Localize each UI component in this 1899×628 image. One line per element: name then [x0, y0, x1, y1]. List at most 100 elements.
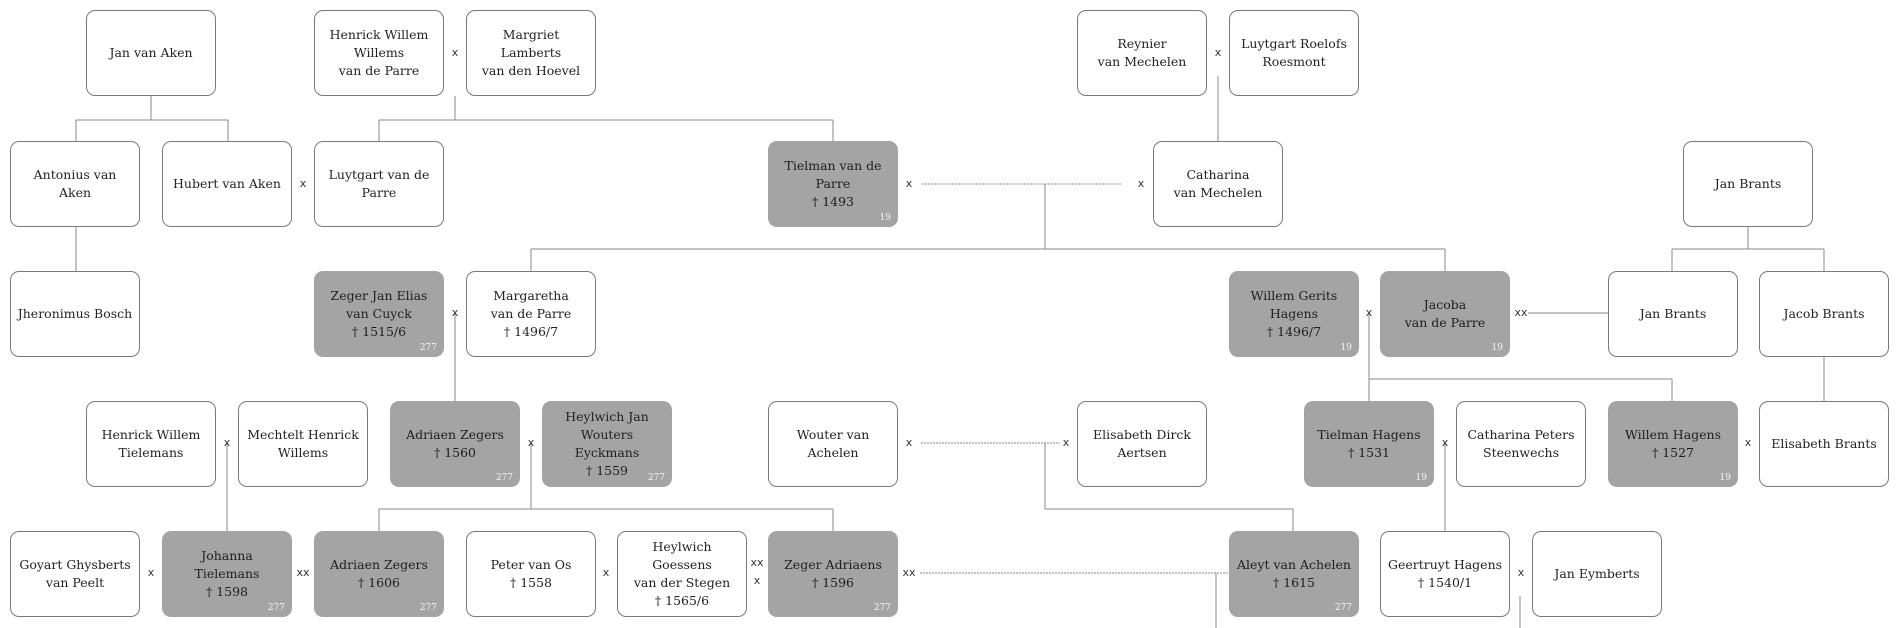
person-card-goyart-ghysberts[interactable]: Goyart Ghysberts van Peelt [10, 531, 140, 617]
person-card-jheronimus-bosch[interactable]: Jheronimus Bosch [10, 271, 140, 357]
person-reference: 277 [1334, 603, 1352, 613]
person-card-willem-hagens[interactable]: Willem Hagens † 1527 19 [1608, 401, 1738, 487]
person-name: Jan van Aken [109, 45, 193, 60]
person-name: Antonius van Aken [33, 167, 117, 200]
person-name: Willem Gerits Hagens [1250, 288, 1338, 321]
person-name: Luytgart Roelofs Roesmont [1241, 36, 1347, 69]
person-name: Adriaen Zegers [330, 557, 428, 572]
person-death-date: † 1615 [1272, 575, 1316, 590]
person-card-tielman-hagens[interactable]: Tielman Hagens † 1531 19 [1304, 401, 1434, 487]
person-card-peter-van-os[interactable]: Peter van Os † 1558 [466, 531, 596, 617]
person-name: Elisabeth Dirck Aertsen [1092, 427, 1191, 460]
person-name: Jacoba van de Parre [1404, 297, 1486, 330]
person-name: Henrick Willem Tielemans [101, 427, 201, 460]
person-card-jan-brants[interactable]: Jan Brants [1683, 141, 1813, 227]
person-card-johanna-tielemans[interactable]: Johanna Tielemans † 1598 277 [162, 531, 292, 617]
person-card-wouter-van-achelen[interactable]: Wouter van Achelen [768, 401, 898, 487]
person-card-luytgart-roelofs[interactable]: Luytgart Roelofs Roesmont [1229, 10, 1359, 96]
person-name: Mechtelt Henrick Willems [247, 427, 359, 460]
person-death-date: † 1527 [1651, 445, 1695, 460]
person-card-geertruyt-hagens[interactable]: Geertruyt Hagens † 1540/1 [1380, 531, 1510, 617]
person-name: Aleyt van Achelen [1237, 557, 1351, 572]
person-card-zeger-adriaens[interactable]: Zeger Adriaens † 1596 277 [768, 531, 898, 617]
marriage-marker: x [1062, 436, 1070, 449]
person-card-heylwich-jan-wouters[interactable]: Heylwich Jan Wouters Eyckmans † 1559 277 [542, 401, 672, 487]
person-reference: 277 [495, 473, 513, 483]
person-death-date: † 1558 [509, 575, 553, 590]
person-name: Reynier van Mechelen [1097, 36, 1187, 69]
person-card-luytgart-van-de-parre[interactable]: Luytgart van de Parre [314, 141, 444, 227]
person-name: Peter van Os [490, 557, 572, 572]
person-death-date: † 1565/6 [654, 593, 710, 608]
person-card-elisabeth-brants[interactable]: Elisabeth Brants [1759, 401, 1889, 487]
person-reference: 19 [1719, 473, 1731, 483]
person-name: Margaretha van de Parre [490, 288, 572, 321]
person-name: Jheronimus Bosch [17, 306, 133, 321]
marriage-marker: x [905, 177, 913, 190]
person-card-jan-brants-son[interactable]: Jan Brants [1608, 271, 1738, 357]
person-card-margaretha-van-de-parre[interactable]: Margaretha van de Parre † 1496/7 [466, 271, 596, 357]
person-name: Catharina Peters Steenwechs [1467, 427, 1575, 460]
person-reference: 19 [1491, 343, 1503, 353]
person-card-adriaen-zegers-1606[interactable]: Adriaen Zegers † 1606 277 [314, 531, 444, 617]
person-reference: 277 [873, 603, 891, 613]
person-reference: 19 [1340, 343, 1352, 353]
person-name: Heylwich Goessens van der Stegen [633, 539, 731, 590]
person-card-hubert-van-aken[interactable]: Hubert van Aken [162, 141, 292, 227]
person-card-catharina-van-mechelen[interactable]: Catharina van Mechelen [1153, 141, 1283, 227]
person-death-date: † 1531 [1347, 445, 1391, 460]
person-card-reynier-van-mechelen[interactable]: Reynier van Mechelen [1077, 10, 1207, 96]
person-card-jacoba-van-de-parre[interactable]: Jacoba van de Parre 19 [1380, 271, 1510, 357]
person-reference: 277 [267, 603, 285, 613]
marriage-marker: x [451, 46, 459, 59]
person-card-margriet-lamberts[interactable]: Margriet Lamberts van den Hoevel [466, 10, 596, 96]
person-card-zeger-jan-elias[interactable]: Zeger Jan Elias van Cuyck † 1515/6 277 [314, 271, 444, 357]
person-card-willem-gerits-hagens[interactable]: Willem Gerits Hagens † 1496/7 19 [1229, 271, 1359, 357]
marriage-marker: x [1365, 306, 1373, 319]
marriage-marker: xx [296, 566, 310, 579]
person-reference: 277 [419, 343, 437, 353]
person-card-adriaen-zegers-1560[interactable]: Adriaen Zegers † 1560 277 [390, 401, 520, 487]
marriage-marker: x [753, 574, 761, 587]
person-card-heylwich-goessens[interactable]: Heylwich Goessens van der Stegen † 1565/… [617, 531, 747, 617]
person-name: Zeger Adriaens [784, 557, 882, 572]
person-name: Willem Hagens [1624, 427, 1722, 442]
person-card-antonius-van-aken[interactable]: Antonius van Aken [10, 141, 140, 227]
person-name: Tielman van de Parre [784, 158, 882, 191]
person-card-catharina-peters[interactable]: Catharina Peters Steenwechs [1456, 401, 1586, 487]
person-death-date: † 1560 [433, 445, 477, 460]
person-name: Goyart Ghysberts van Peelt [19, 557, 131, 590]
person-card-henrick-willem-tielemans[interactable]: Henrick Willem Tielemans [86, 401, 216, 487]
person-death-date: † 1493 [811, 194, 855, 209]
marriage-marker: xx [1514, 306, 1528, 319]
person-reference: 19 [1415, 473, 1427, 483]
person-card-jacob-brants[interactable]: Jacob Brants [1759, 271, 1889, 357]
person-name: Hubert van Aken [173, 176, 281, 191]
person-name: Elisabeth Brants [1771, 436, 1877, 451]
marriage-marker: x [527, 436, 535, 449]
person-card-mechtelt-henrick-willems[interactable]: Mechtelt Henrick Willems [238, 401, 368, 487]
person-name: Heylwich Jan Wouters Eyckmans [565, 409, 649, 460]
person-name: Jan Brants [1714, 176, 1782, 191]
person-name: Johanna Tielemans [194, 548, 260, 581]
marriage-marker: x [299, 177, 307, 190]
person-name: Margriet Lamberts van den Hoevel [481, 27, 581, 78]
person-death-date: † 1540/1 [1417, 575, 1473, 590]
marriage-marker: x [1744, 436, 1752, 449]
person-death-date: † 1559 [585, 463, 629, 478]
person-card-jan-eymberts[interactable]: Jan Eymberts [1532, 531, 1662, 617]
person-death-date: † 1496/7 [1266, 324, 1322, 339]
marriage-marker: x [147, 566, 155, 579]
person-card-elisabeth-dirck-aertsen[interactable]: Elisabeth Dirck Aertsen [1077, 401, 1207, 487]
person-card-jan-van-aken[interactable]: Jan van Aken [86, 10, 216, 96]
person-death-date: † 1496/7 [503, 324, 559, 339]
person-name: Henrick Willem Willems van de Parre [329, 27, 429, 78]
person-name: Zeger Jan Elias van Cuyck [330, 288, 428, 321]
person-card-tielman-van-de-parre[interactable]: Tielman van de Parre † 1493 19 [768, 141, 898, 227]
marriage-marker: xx [750, 556, 764, 569]
person-card-henrick-willem-willems[interactable]: Henrick Willem Willems van de Parre [314, 10, 444, 96]
person-death-date: † 1606 [357, 575, 401, 590]
person-card-aleyt-van-achelen[interactable]: Aleyt van Achelen † 1615 277 [1229, 531, 1359, 617]
